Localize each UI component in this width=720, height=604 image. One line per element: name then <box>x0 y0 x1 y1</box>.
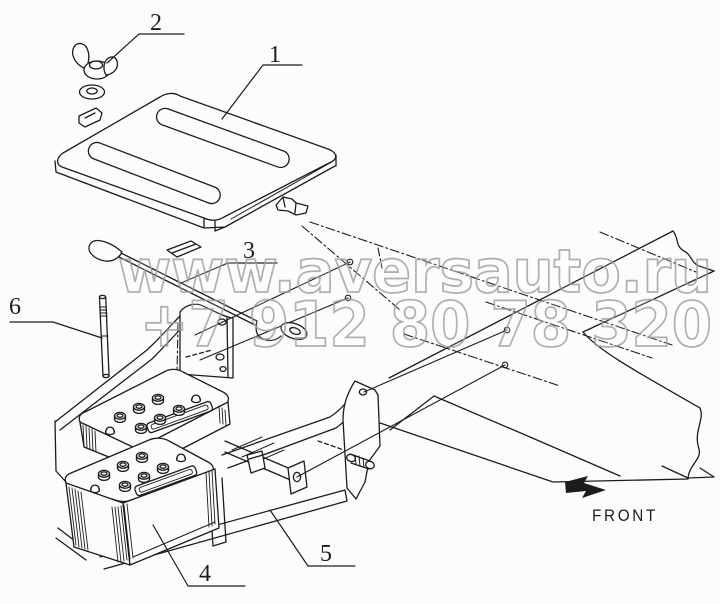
callout-leader-6 <box>9 321 103 339</box>
bolt-head-2 <box>344 294 352 302</box>
bolt-axis-4 <box>296 364 506 478</box>
hold-down-rod-clip <box>166 240 202 258</box>
frame-rail-bottom-flange-lip <box>661 465 715 479</box>
battery-lower <box>64 437 220 566</box>
cover-rim-line <box>230 162 331 220</box>
hold-down-rod-hook <box>88 239 123 262</box>
callout-label-5: 5 <box>320 541 332 567</box>
bolt-axis-3 <box>363 329 508 393</box>
tray-bracket-hole-upper <box>217 318 227 326</box>
callout-leaders <box>9 33 356 587</box>
mounting-bolts <box>194 258 511 478</box>
centerline-cover-to-rail <box>309 221 673 346</box>
front-arrow-icon <box>565 476 606 498</box>
tray-front-wall <box>99 489 348 570</box>
centerline-cover-to-tray <box>301 225 401 311</box>
tray-bracket-hole-small <box>219 365 227 373</box>
tray-right-bracket <box>342 380 381 500</box>
tray-bracket-hole-lower <box>215 353 225 361</box>
callout-leader-1 <box>221 64 303 120</box>
cover-top-face <box>56 92 337 221</box>
wing-nut-left-wing <box>71 42 90 69</box>
front-direction: FRONT <box>565 476 658 525</box>
callout-leader-4 <box>152 524 246 587</box>
callout-leader-2 <box>106 33 185 64</box>
watermark-line2: +7 912 80 78 320 <box>140 288 712 361</box>
cover-thickness-edges <box>54 154 337 232</box>
line-art <box>9 33 715 587</box>
cover-groove-lower <box>87 141 221 205</box>
centerline-rail-end <box>599 231 697 273</box>
cover-groove-upper <box>155 107 290 169</box>
hold-down-rod-eye-hole <box>289 326 301 336</box>
cover-left-tab <box>78 107 103 128</box>
tray-rear-bracket-fold <box>226 316 229 378</box>
tray-bracket-hidden-line <box>185 349 213 358</box>
battery-cover <box>54 92 337 232</box>
battery-lower-front-right-face <box>122 468 220 566</box>
frame-rail-silhouette <box>380 231 714 482</box>
front-label: FRONT <box>592 506 658 525</box>
centerline-tab <box>377 247 383 269</box>
callout-leader-5 <box>269 509 356 567</box>
centerline-bolt-upper <box>485 301 653 359</box>
frame-rail-break-edge-bottom <box>687 407 702 479</box>
hold-down-rod <box>88 239 308 342</box>
hold-down-rod-shaft <box>118 252 258 326</box>
watermark: www.aversauto.ru +7 912 80 78 320 <box>117 236 713 362</box>
washer <box>78 84 106 100</box>
battery-lower-vent-strip <box>134 465 198 497</box>
callout-label-2: 2 <box>150 10 162 36</box>
tray-mounting-bolt <box>345 453 375 470</box>
support-rod <box>98 294 110 379</box>
hold-down-rod-end-hook <box>255 320 282 342</box>
centerline-bolt-lower <box>403 333 561 387</box>
frame-rail <box>379 230 715 483</box>
callout-label-6: 6 <box>9 294 21 320</box>
battery-tray <box>54 303 381 570</box>
frame-rail-web-edge <box>389 395 435 431</box>
tray-right-bracket-hole <box>358 388 368 396</box>
frame-rail-break-edge-top <box>672 230 715 272</box>
callout-label-1: 1 <box>269 42 281 68</box>
hold-down-rod-eye <box>280 321 308 341</box>
tray-rear-right-arm <box>221 384 363 469</box>
bolt-axis-2 <box>199 297 349 361</box>
cover-latch-tab <box>275 196 309 216</box>
tray-right-bracket-hidden-line <box>317 440 345 451</box>
tray-floor-flap <box>246 450 266 474</box>
support-rod-knurl <box>99 306 109 337</box>
bolt-head-4 <box>501 361 509 369</box>
centerline-bracket-edge <box>176 323 179 375</box>
bolt-head-3 <box>503 326 511 334</box>
bolt-axis-1 <box>194 261 351 336</box>
centerlines <box>176 221 697 387</box>
wing-nut-hole <box>88 60 104 70</box>
battery-upper-end-ribs <box>82 405 227 453</box>
wing-nut <box>71 42 119 80</box>
bolt-head-1 <box>346 258 354 266</box>
tray-left-wall <box>54 420 67 483</box>
tray-front-plate-hole <box>292 471 302 483</box>
battery-lower-end-ribs <box>68 470 216 563</box>
tray-front-plate <box>287 460 308 495</box>
battery-lower-base-line <box>132 521 216 558</box>
frame-rail-kick-fold <box>582 331 701 409</box>
frame-rail-lower-fold <box>433 395 621 477</box>
frame-rail-bottom-edge <box>379 422 689 483</box>
watermark-line1: www.aversauto.ru <box>118 237 712 307</box>
callout-label-3: 3 <box>243 238 255 264</box>
callout-numbers: 1 2 3 4 5 6 <box>9 10 332 587</box>
callout-leader-3 <box>180 262 278 284</box>
callout-label-4: 4 <box>199 561 211 587</box>
wing-nut-right-wing <box>103 56 119 76</box>
frame-rail-flange-top-edge <box>388 230 674 379</box>
